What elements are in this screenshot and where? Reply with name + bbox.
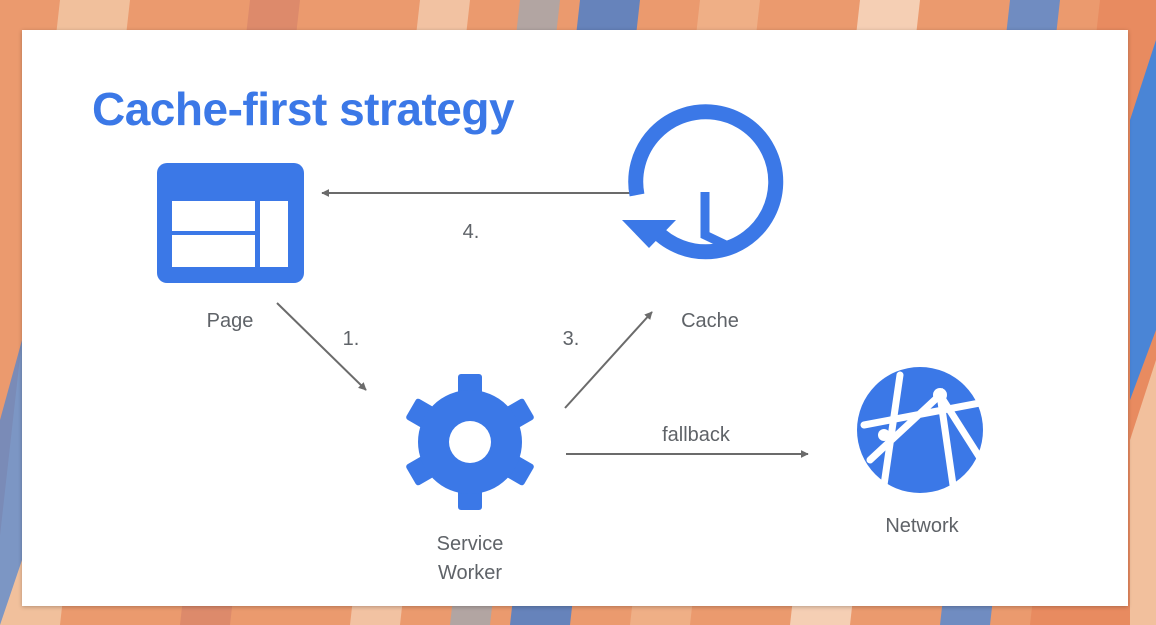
slide-title: Cache-first strategy: [92, 83, 515, 135]
slide: Cache-first strategy: [22, 30, 1128, 606]
page-label: Page: [206, 310, 254, 332]
edge-service-worker-to-cache: [564, 311, 653, 409]
history-clock-icon: [622, 104, 784, 260]
service-worker-label-line1: Service: [436, 533, 504, 555]
web-page-icon: [157, 163, 304, 283]
edge-label-step-1: 1.: [342, 328, 360, 350]
gear-icon: [406, 374, 534, 510]
cache-label: Cache: [681, 310, 739, 332]
network-label: Network: [885, 515, 959, 537]
diagram-canvas: [157, 104, 989, 510]
service-worker-label-line2: Worker: [437, 562, 503, 584]
edge-label-step-3: 3.: [562, 328, 580, 350]
edge-page-to-service-worker: [276, 302, 367, 391]
edge-label-fallback: fallback: [662, 424, 730, 446]
globe-network-icon: [857, 367, 989, 496]
edge-label-step-4: 4.: [462, 221, 480, 243]
